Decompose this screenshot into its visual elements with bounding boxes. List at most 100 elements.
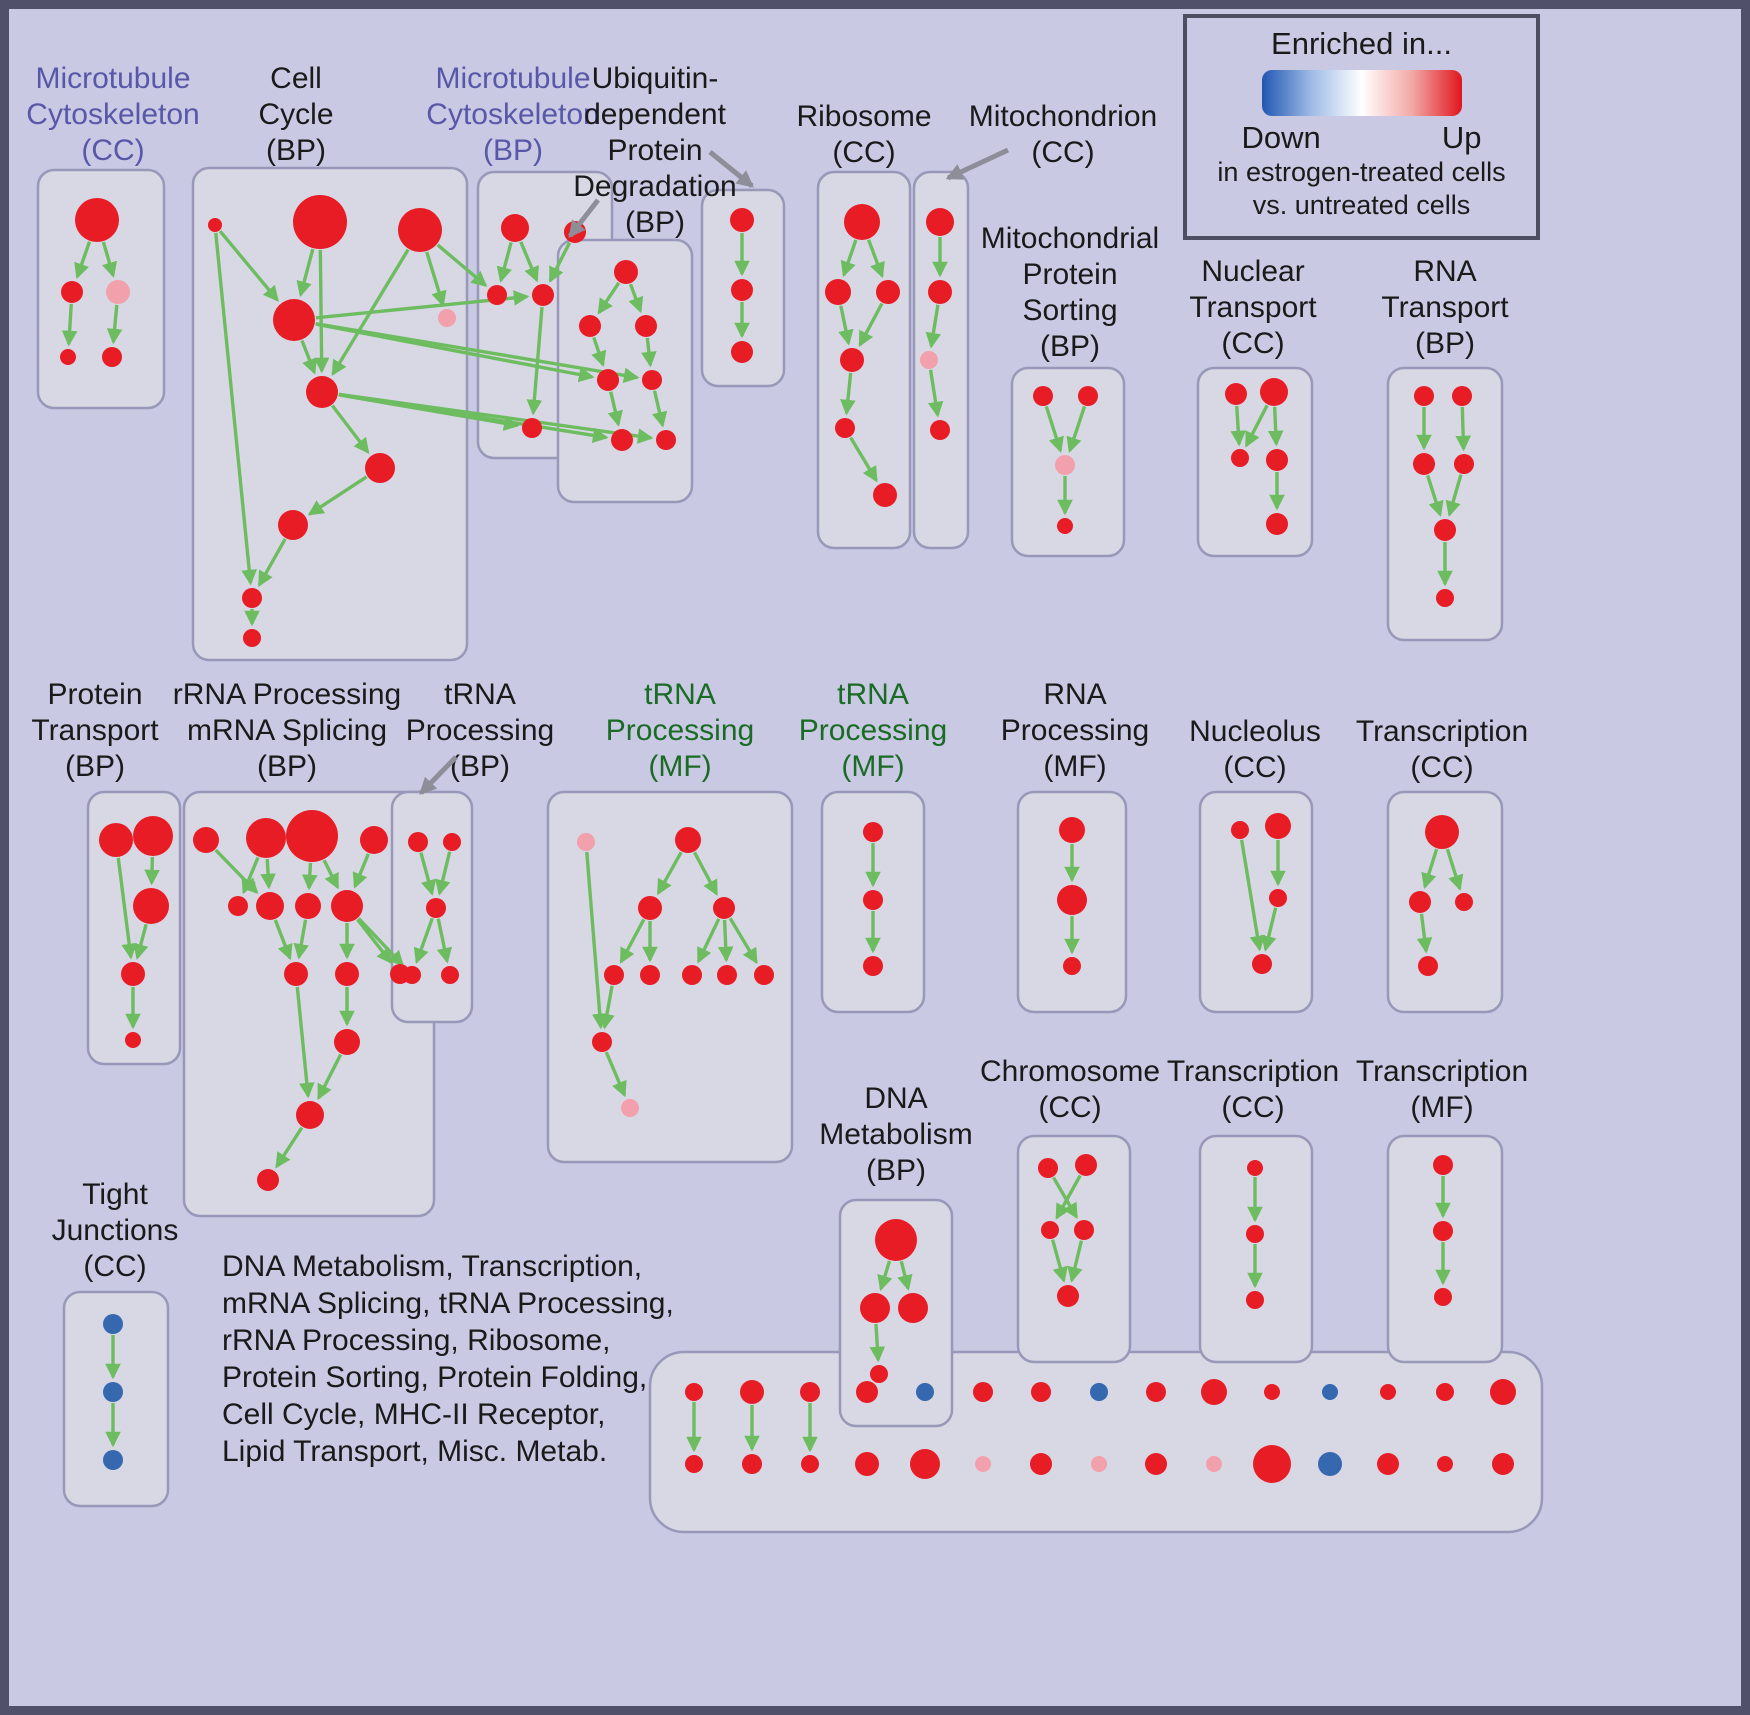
go-term-node bbox=[656, 430, 676, 450]
edge-arrow bbox=[840, 239, 858, 278]
note-line: DNA Metabolism, Transcription, bbox=[222, 1250, 643, 1283]
go-term-node bbox=[920, 351, 938, 369]
go-term-node bbox=[675, 827, 701, 853]
edge-arrow bbox=[1044, 405, 1064, 453]
edge-arrow bbox=[1261, 907, 1278, 952]
go-term-node bbox=[863, 822, 883, 842]
go-term-node bbox=[403, 966, 421, 984]
edge-arrow bbox=[307, 475, 368, 516]
pointer-arrow bbox=[708, 150, 754, 188]
go-term-node bbox=[133, 888, 169, 924]
edge-arrow bbox=[619, 918, 646, 964]
edge-arrow bbox=[293, 919, 309, 960]
go-term-node bbox=[1031, 1382, 1051, 1402]
group-box-misc bbox=[648, 1350, 1544, 1534]
edge-arrow bbox=[1445, 474, 1463, 517]
edge-arrow bbox=[1455, 406, 1471, 452]
edge-arrow bbox=[897, 1260, 913, 1291]
go-term-node bbox=[441, 966, 459, 984]
go-term-node bbox=[1436, 1383, 1454, 1401]
go-term-node bbox=[1322, 1384, 1338, 1400]
edge-arrow bbox=[322, 859, 340, 890]
go-term-node bbox=[801, 1455, 819, 1473]
go-term-node bbox=[873, 483, 897, 507]
edge-arrow bbox=[519, 241, 539, 283]
edge-arrow bbox=[315, 321, 640, 384]
go-term-node bbox=[800, 1382, 820, 1402]
go-term-node bbox=[1434, 519, 1456, 541]
edge-arrow bbox=[693, 851, 719, 896]
edge-arrow bbox=[1067, 1240, 1084, 1283]
edge-arrow bbox=[260, 858, 276, 890]
legend-subtitle-1: in estrogen-treated cells bbox=[1217, 157, 1506, 187]
go-term-node bbox=[928, 280, 952, 304]
go-term-node bbox=[973, 1382, 993, 1402]
edge-arrow bbox=[925, 304, 942, 349]
go-term-node bbox=[286, 810, 338, 862]
edge-arrow bbox=[352, 853, 370, 889]
go-term-node bbox=[293, 195, 347, 249]
edge-arrow bbox=[927, 369, 944, 418]
go-term-node bbox=[597, 369, 619, 391]
go-term-node bbox=[334, 1029, 360, 1055]
go-term-node bbox=[99, 823, 133, 857]
edge-arrow bbox=[1230, 405, 1247, 447]
go-term-node bbox=[926, 208, 954, 236]
legend-down-label: Down bbox=[1241, 120, 1321, 155]
edge-arrow bbox=[597, 281, 621, 315]
go-term-node bbox=[621, 1099, 639, 1117]
go-term-node bbox=[208, 218, 222, 232]
go-term-node bbox=[1091, 1456, 1107, 1472]
go-term-node bbox=[75, 198, 119, 242]
go-term-node bbox=[642, 370, 662, 390]
go-term-node bbox=[1266, 513, 1288, 535]
edge-arrow bbox=[330, 404, 370, 454]
go-term-node bbox=[638, 896, 662, 920]
group-box-transcc1 bbox=[1386, 790, 1504, 1014]
go-term-node bbox=[278, 510, 308, 540]
go-term-node bbox=[754, 965, 774, 985]
go-term-node bbox=[103, 1450, 123, 1470]
edge-arrow bbox=[435, 851, 452, 896]
go-term-node bbox=[713, 897, 735, 919]
go-term-node bbox=[1201, 1379, 1227, 1405]
go-term-node bbox=[742, 1454, 762, 1474]
edge-arrow bbox=[599, 985, 615, 1030]
go-term-node bbox=[121, 962, 145, 986]
edge-arrow bbox=[877, 1260, 893, 1292]
go-term-node bbox=[1413, 453, 1435, 475]
go-term-node bbox=[640, 965, 660, 985]
go-term-node bbox=[1264, 1384, 1280, 1400]
go-term-node bbox=[1057, 518, 1073, 534]
go-term-node bbox=[102, 347, 122, 367]
go-term-node bbox=[335, 962, 359, 986]
note-line: Cell Cycle, MHC-II Receptor, bbox=[222, 1398, 606, 1431]
edge-arrow bbox=[218, 230, 279, 302]
edge-arrow bbox=[858, 302, 884, 348]
pointer-arrow bbox=[945, 147, 1010, 181]
pointer-arrow bbox=[568, 198, 600, 239]
go-term-node bbox=[295, 893, 321, 919]
go-term-node bbox=[835, 418, 855, 438]
edge-arrow bbox=[436, 918, 453, 964]
legend: Enriched in... Down Up in estrogen-treat… bbox=[1183, 14, 1540, 240]
edge-arrow bbox=[317, 1053, 343, 1101]
go-term-node bbox=[975, 1456, 991, 1472]
legend-up-label: Up bbox=[1441, 120, 1482, 155]
go-term-node bbox=[863, 956, 883, 976]
note-line: mRNA Splicing, tRNA Processing, bbox=[222, 1287, 674, 1320]
edge-arrow bbox=[300, 339, 317, 375]
group-box-dna bbox=[838, 1198, 954, 1428]
edge-arrow bbox=[419, 852, 437, 896]
edge-arrow bbox=[275, 1126, 304, 1169]
legend-subtitle-2: vs. untreated cells bbox=[1252, 190, 1471, 220]
pointer-arrow bbox=[419, 755, 458, 795]
